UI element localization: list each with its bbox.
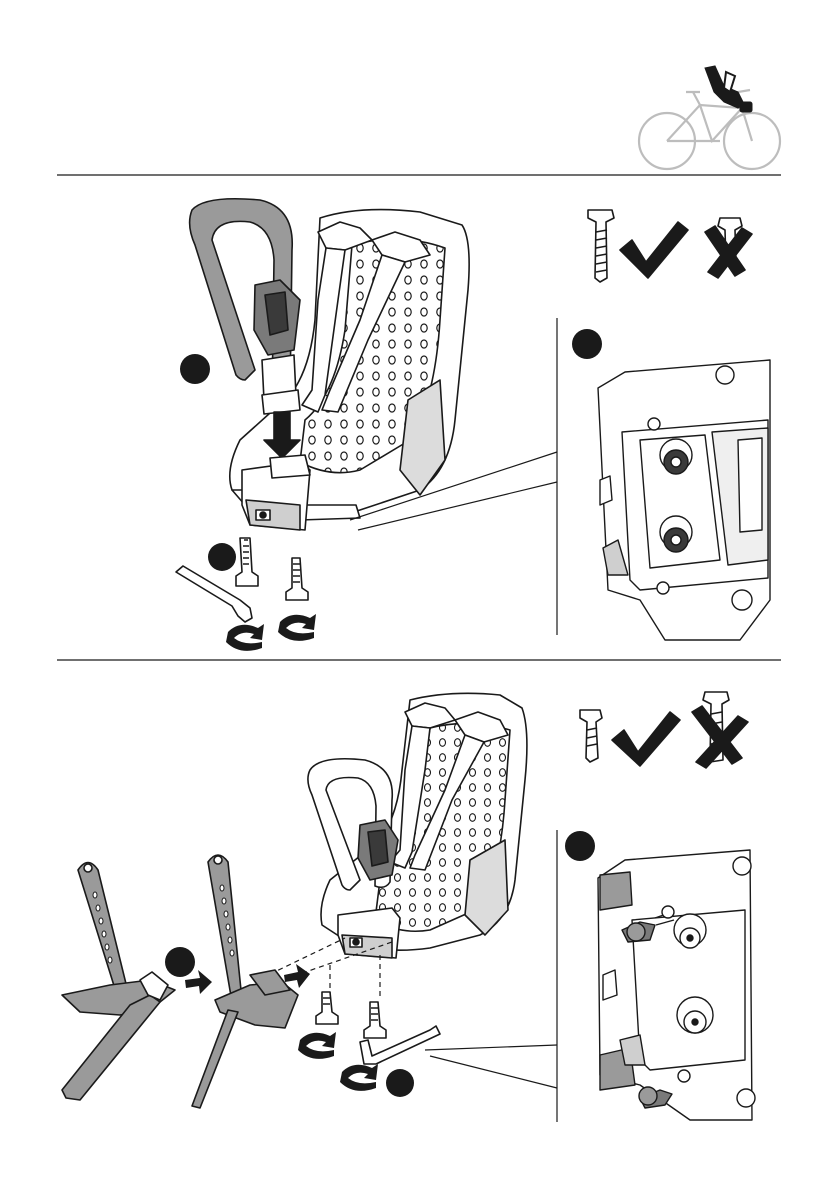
mount-detail-view-bottom: [598, 850, 755, 1120]
bicycle-with-rear-child-seat-icon: [639, 66, 780, 169]
screws-and-allen-key-bottom: [316, 992, 440, 1064]
long-screw-check-icon: [588, 210, 688, 282]
child-bike-seat-with-handlebar-icon: [190, 199, 470, 530]
rotation-arrow-icon: [226, 614, 316, 651]
step-marker-1: [180, 354, 210, 384]
long-screw-cross-icon: [692, 692, 748, 768]
short-screw-cross-icon: [705, 218, 752, 278]
allen-key-and-screws: [176, 538, 308, 622]
mounting-bracket-with-strap: [62, 863, 175, 1101]
arrow-right-icon: [284, 964, 310, 988]
step-marker-6: [565, 831, 595, 861]
short-screw-check-icon: [580, 710, 680, 766]
step-marker-5: [386, 1069, 414, 1097]
step-marker-3: [572, 329, 602, 359]
mount-detail-view-top: [598, 360, 770, 640]
child-bike-seat-with-mount-icon: [308, 693, 527, 958]
step-marker-4: [165, 947, 195, 977]
step-marker-2: [208, 543, 236, 571]
